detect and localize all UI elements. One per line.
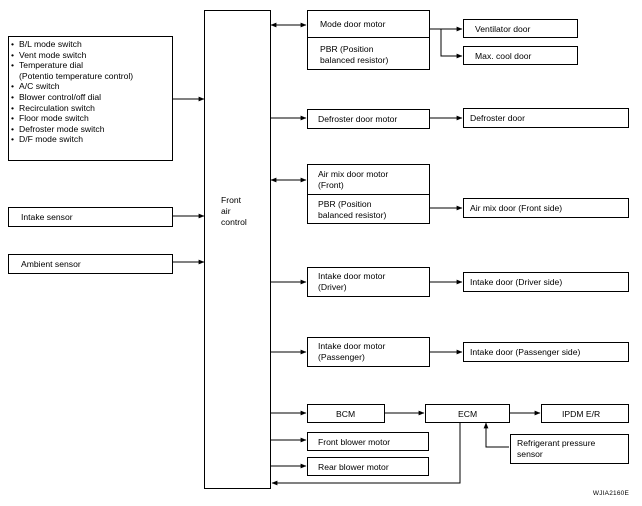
intake-driver-line1: Intake door motor [318,271,386,281]
rear-blower-label: Rear blower motor [318,462,389,472]
refrigerant-line2: sensor [517,449,543,459]
defroster-motor-label: Defroster door motor [318,114,398,124]
defroster-door-label: Defroster door [470,113,525,123]
switch-list-item: • Floor mode switch [11,113,133,124]
switch-list-item: • D/F mode switch [11,134,133,145]
arrow-mode-to-maxcool [440,29,463,59]
switch-list-item: • Temperature dial [11,60,133,71]
air-mix-pbr-line2: balanced resistor) [318,210,387,220]
ventilator-door-box: Ventilator door [463,19,578,38]
switch-list-text: Floor mode switch [19,113,89,124]
switch-list-item: • Blower control/off dial [11,92,133,103]
refrigerant-sensor-box: Refrigerant pressure sensor [510,434,629,464]
bullet-icon: • [11,123,15,134]
switch-list-text: B/L mode switch [19,39,82,49]
intake-door-passenger-label: Intake door (Passenger side) [470,347,581,357]
ecm-label: ECM [458,409,478,419]
front-blower-label: Front blower motor [318,437,391,447]
switch-list-item: • B/L mode switch [11,39,133,50]
intake-door-passenger-box: Intake door (Passenger side) [463,342,629,362]
mode-door-motor-label: Mode door motor [320,19,386,29]
switch-list-text: D/F mode switch [19,134,83,145]
ambient-sensor-label: Ambient sensor [21,259,81,269]
mode-pbr-line1: PBR (Position [320,44,374,54]
switch-list-item: • Defroster mode switch [11,124,133,135]
bcm-label: BCM [336,409,356,419]
intake-driver-line2: (Driver) [318,282,347,292]
max-cool-door-label: Max. cool door [475,51,532,61]
intake-sensor-box: Intake sensor [8,207,173,227]
arrow-refrigerant-to-ecm [483,422,509,448]
switch-list-text: Defroster mode switch [19,123,105,134]
air-mix-divider [308,194,429,195]
ambient-sensor-box: Ambient sensor [8,254,173,274]
air-mix-motor-box: Air mix door motor (Front) PBR (Position… [307,164,430,224]
air-mix-motor-line1: Air mix door motor [318,169,389,179]
mode-door-motor-box: Mode door motor PBR (Position balanced r… [307,10,430,70]
mode-pbr-line2: balanced resistor) [320,55,389,65]
defroster-motor-box: Defroster door motor [307,109,430,129]
bcm-box: BCM [307,404,385,423]
intake-driver-motor-box: Intake door motor (Driver) [307,267,430,297]
ventilator-door-label: Ventilator door [475,24,531,34]
air-mix-door-box: Air mix door (Front side) [463,198,629,218]
switch-list-text: Blower control/off dial [19,91,102,102]
switch-list-item: • Recirculation switch [11,103,133,114]
ecm-box: ECM [425,404,510,423]
bullet-icon: • [11,60,15,71]
intake-door-driver-box: Intake door (Driver side) [463,272,629,292]
mode-divider [308,37,429,38]
switch-list-text: Vent mode switch [19,49,87,60]
switch-list-text: Recirculation switch [19,102,95,113]
switch-list: • B/L mode switch • Vent mode switch • Temper… [11,39,133,145]
switch-list-text: A/C switch [19,81,60,92]
switch-list-text: (Potentio temperature control) [19,70,134,81]
ipdm-label: IPDM E/R [562,409,601,419]
rear-blower-box: Rear blower motor [307,457,429,476]
intake-passenger-motor-box: Intake door motor (Passenger) [307,337,430,367]
air-mix-door-label: Air mix door (Front side) [470,203,563,213]
switches-box [8,36,173,161]
switch-list-text: Temperature dial [19,60,84,71]
arrow-ecm-feedback-to-control [271,423,461,486]
air-mix-pbr-line1: PBR (Position [318,199,372,209]
defroster-door-box: Defroster door [463,108,629,128]
intake-passenger-line1: Intake door motor [318,341,386,351]
refrigerant-line1: Refrigerant pressure [517,438,596,448]
ipdm-box: IPDM E/R [541,404,629,423]
air-mix-motor-line2: (Front) [318,180,344,190]
bullet-icon: • [11,39,15,49]
figure-code: WJIA2160E [592,490,629,497]
controller-line2: air [221,206,231,216]
intake-passenger-line2: (Passenger) [318,352,365,362]
controller-line3: control [221,217,247,227]
controller-line1: Front [221,195,242,205]
bullet-icon: • [11,102,15,113]
bullet-icon: • [11,49,15,60]
bullet-icon: • [11,81,15,92]
switch-list-item: • A/C switch [11,81,133,92]
front-air-control-box: Front air control [204,10,271,489]
max-cool-door-box: Max. cool door [463,46,578,65]
bullet-icon: • [11,91,15,102]
intake-door-driver-label: Intake door (Driver side) [470,277,563,287]
intake-sensor-label: Intake sensor [21,212,73,222]
front-blower-box: Front blower motor [307,432,429,451]
switch-list-item: (Potentio temperature control) [11,71,133,82]
bullet-icon: • [11,113,15,124]
bullet-icon: • [11,134,15,145]
switch-list-item: • Vent mode switch [11,50,133,61]
